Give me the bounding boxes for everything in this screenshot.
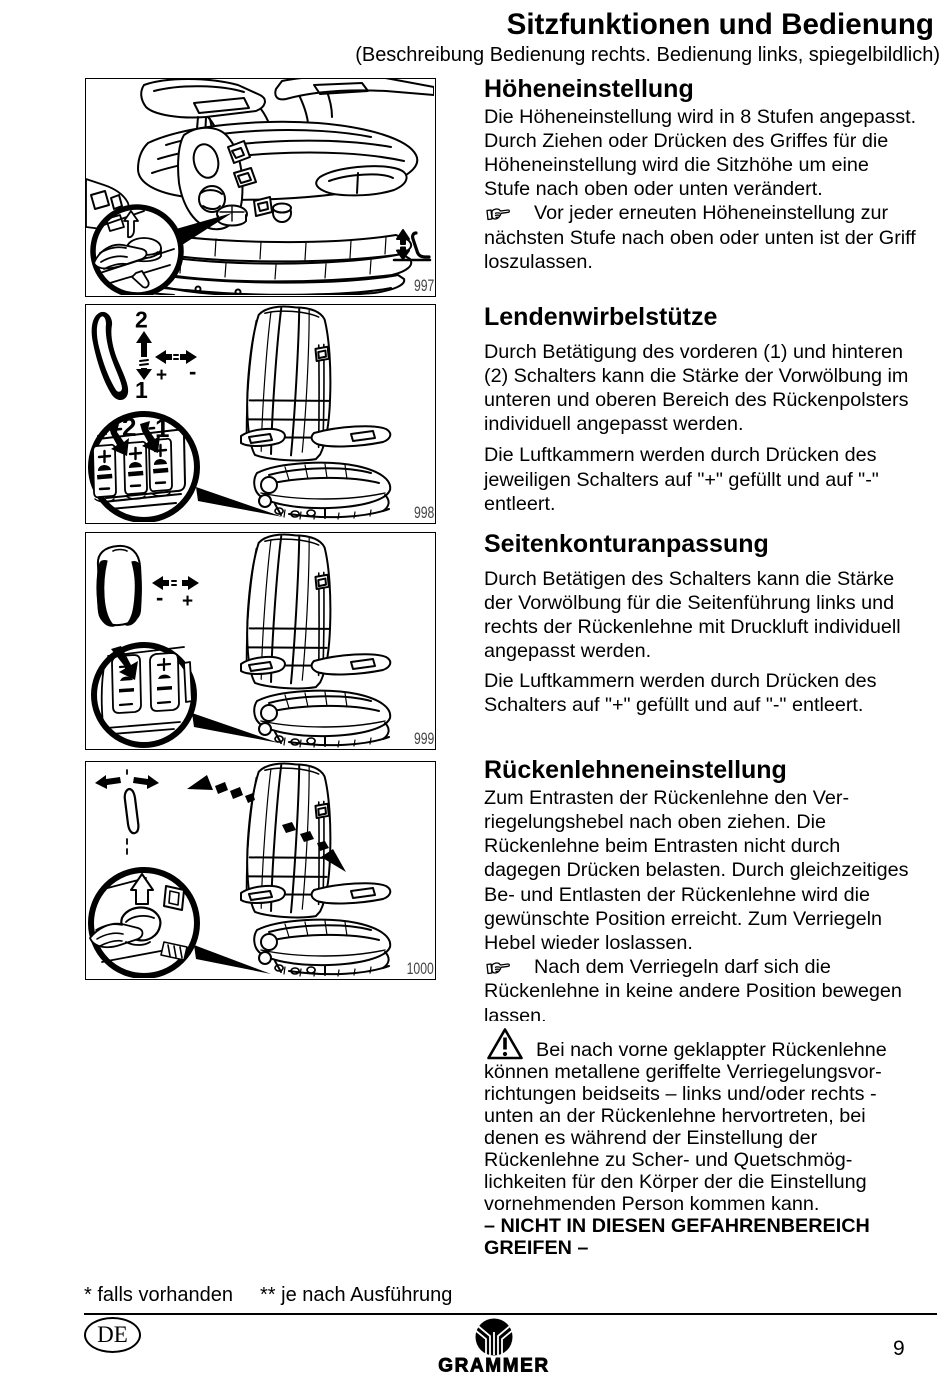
- svg-text:+: +: [182, 591, 193, 612]
- svg-text:2: 2: [135, 307, 148, 333]
- svg-text:2: 2: [122, 412, 136, 442]
- svg-text:1: 1: [135, 377, 148, 403]
- svg-text:+: +: [156, 365, 167, 386]
- svg-text:GRAMMER: GRAMMER: [438, 1356, 549, 1375]
- svg-text:1: 1: [155, 413, 169, 443]
- svg-text:-: -: [189, 359, 196, 384]
- svg-text:-: -: [156, 585, 163, 610]
